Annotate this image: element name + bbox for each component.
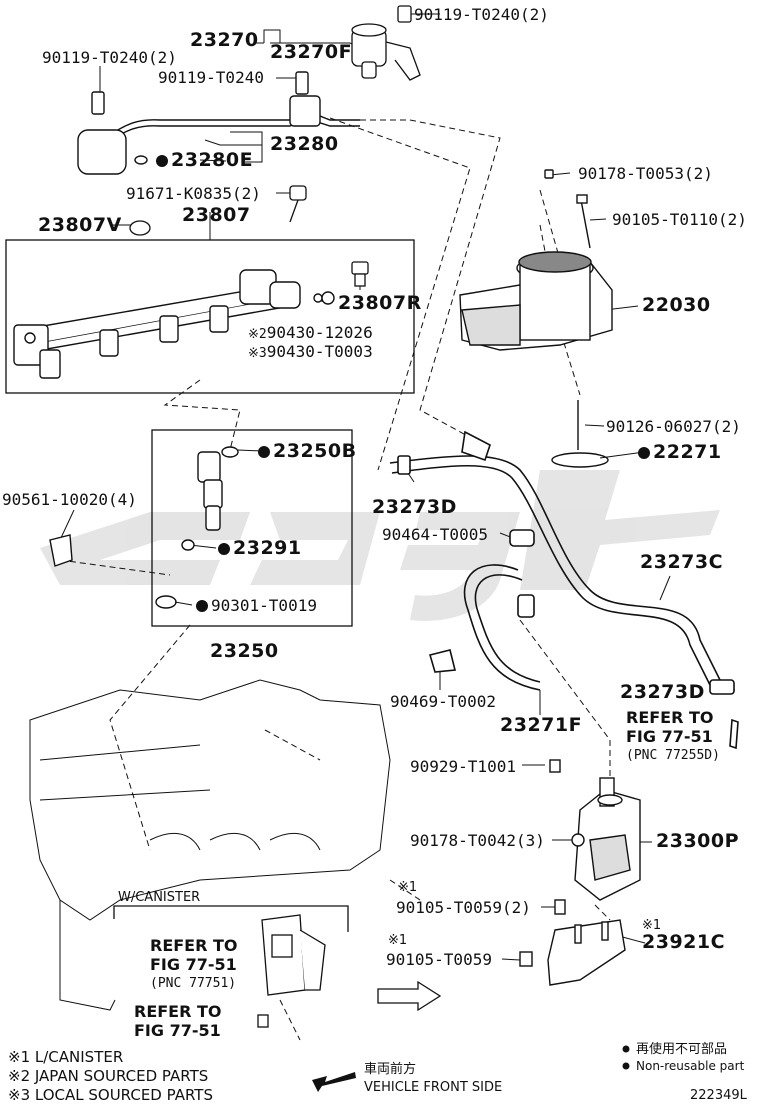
refer-to-fig-77-51-a[interactable]: REFER TO FIG 77-51 (PNC 77255D)	[626, 708, 720, 763]
part-23807r: 23807R	[338, 292, 422, 314]
figure-id: 222349L	[690, 1088, 747, 1103]
part-90464-t0005: 90464-T0005	[382, 525, 488, 544]
part-90430-t0003: ※390430-T0003	[248, 342, 373, 362]
part-23250: 23250	[210, 640, 279, 662]
part-23273c: 23273C	[640, 551, 724, 573]
footnote-1: ※1 L/CANISTER	[8, 1048, 124, 1066]
part-90929-t1001: 90929-T1001	[410, 757, 516, 776]
part-23921c: 23921C	[642, 931, 726, 953]
non-reusable-dot-icon	[622, 1062, 630, 1070]
fuel-hoses	[389, 430, 739, 750]
canister-bracket-part	[257, 914, 326, 1028]
part-90119-t0240-pipe: 90119-T0240(2)	[42, 48, 177, 67]
part-90178-t0042: 90178-T0042(3)	[410, 831, 545, 850]
part-23291: 23291	[218, 539, 302, 558]
injector-frame	[151, 429, 353, 627]
part-23273d-lower: 23273D	[620, 681, 705, 703]
canister-header: W/CANISTER	[118, 890, 201, 905]
non-reusable-dot-icon	[622, 1045, 630, 1053]
part-23273d-upper: 23273D	[372, 496, 457, 518]
fuel-rail	[13, 269, 335, 379]
throttle-body	[459, 169, 613, 468]
part-90430-12026: ※290430-12026	[248, 323, 373, 343]
non-reusable-dot-icon	[218, 543, 230, 555]
part-23270f: 23270F	[270, 41, 353, 63]
part-22271: 22271	[638, 443, 722, 462]
part-23280e: 23280E	[156, 151, 253, 170]
part-23300p: 23300P	[656, 830, 740, 852]
direction-en: VEHICLE FRONT SIDE	[364, 1080, 503, 1095]
injector	[49, 446, 239, 609]
engine-mount	[519, 759, 641, 986]
footnote-3: ※3 LOCAL SOURCED PARTS	[8, 1086, 213, 1104]
footnote-mark: ※1	[388, 933, 408, 948]
part-90119-t0240-damper: 90119-T0240(2)	[414, 5, 549, 24]
part-23807: 23807	[182, 204, 251, 226]
part-90119-t0240: 90119-T0240	[158, 68, 264, 87]
part-91671-k0835: 91671-K0835(2)	[126, 184, 261, 203]
part-90105-t0059-2: 90105-T0059(2)	[396, 898, 531, 917]
footnote-2: ※2 JAPAN SOURCED PARTS	[8, 1067, 209, 1085]
canister-bracket	[113, 905, 349, 932]
part-90126-06027: 90126-06027(2)	[606, 417, 741, 436]
clip-icon	[129, 220, 151, 236]
non-reusable-dot-icon	[156, 155, 168, 167]
footnote-mark: ※1	[642, 918, 662, 933]
bolt-icon	[351, 261, 369, 275]
fuel-pipe	[77, 71, 360, 175]
part-90469-t0002: 90469-T0002	[390, 692, 496, 711]
refer-to-fig-77-51-b[interactable]: REFER TO FIG 77-51 (PNC 77751)	[150, 936, 238, 991]
part-90105-t0059: 90105-T0059	[386, 950, 492, 969]
direction-jp: 車両前方	[364, 1062, 417, 1077]
right-arrow-icon	[377, 980, 442, 1012]
legend-en: Non-reusable part	[636, 1059, 745, 1073]
non-reusable-dot-icon	[638, 447, 650, 459]
non-reusable-dot-icon	[196, 600, 208, 612]
bolt-icon	[289, 185, 307, 201]
part-90301-t0019: 90301-T0019	[196, 597, 317, 615]
part-90105-t0110: 90105-T0110(2)	[612, 210, 747, 229]
non-reusable-dot-icon	[258, 446, 270, 458]
part-23271f: 23271F	[500, 714, 583, 736]
footnote-mark: ※1	[398, 880, 418, 895]
part-23807v: 23807V	[38, 214, 122, 236]
part-90561-10020: 90561-10020(4)	[2, 490, 137, 509]
part-22030: 22030	[642, 294, 711, 316]
part-23270: 23270	[190, 29, 259, 51]
part-90178-t0053: 90178-T0053(2)	[578, 164, 713, 183]
legend-jp: 再使用不可部品	[636, 1042, 728, 1057]
part-23280: 23280	[270, 133, 339, 155]
pressure-damper-top	[351, 5, 421, 81]
refer-to-fig-77-51-c[interactable]: REFER TO FIG 77-51	[134, 1002, 222, 1040]
part-23250b: 23250B	[258, 442, 357, 461]
front-arrow-icon	[312, 1072, 356, 1092]
gasket-icon	[551, 452, 609, 468]
engine-block	[29, 679, 391, 1011]
watermark-logo	[40, 470, 720, 621]
